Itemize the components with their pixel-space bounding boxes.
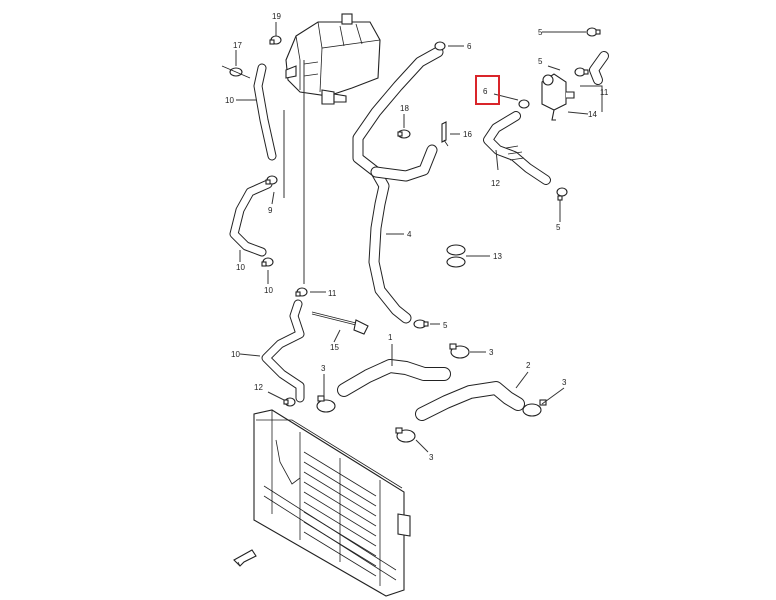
clamp-5b bbox=[574, 67, 589, 77]
reservoir-tank bbox=[285, 13, 381, 105]
callout-9: 10 bbox=[225, 96, 234, 105]
clamp-17 bbox=[221, 65, 251, 79]
hose-4 bbox=[352, 46, 444, 324]
callout-8: 10 bbox=[231, 350, 240, 359]
callout-3-a: 3 bbox=[489, 348, 494, 357]
callout-11: 11 bbox=[600, 88, 609, 97]
callout-14: 14 bbox=[588, 110, 597, 119]
callout-12: 12 bbox=[491, 179, 500, 188]
callout-5-d: 5 bbox=[443, 321, 448, 330]
clamp-6b bbox=[518, 99, 530, 109]
callout-10-b: 10 bbox=[264, 286, 273, 295]
clamp-3a bbox=[449, 343, 470, 359]
callout-2: 2 bbox=[526, 361, 531, 370]
callout-5-a: 5 bbox=[538, 28, 543, 37]
clamp-5c bbox=[556, 187, 568, 201]
callout-17: 17 bbox=[233, 41, 242, 50]
clamp-3b bbox=[316, 395, 336, 413]
callout-13: 13 bbox=[493, 252, 502, 261]
clamp-5d bbox=[413, 319, 429, 329]
clamp-18 bbox=[397, 129, 411, 139]
callout-5-b: 5 bbox=[538, 57, 543, 66]
callout-10-a: 9 bbox=[268, 206, 273, 215]
callout-18: 18 bbox=[400, 104, 409, 113]
callout-6-b: 6 bbox=[483, 87, 488, 96]
ring-13 bbox=[446, 244, 466, 268]
hose-1 bbox=[337, 359, 451, 397]
hose-7 bbox=[229, 179, 273, 257]
callout-5-c: 5 bbox=[556, 223, 561, 232]
callout-labels: 19 17 10 9 10 10 11 10 12 3 15 6 5 5 11 … bbox=[225, 12, 609, 462]
radiator-fins bbox=[303, 451, 377, 577]
callout-19: 19 bbox=[272, 12, 281, 21]
hose-8 bbox=[261, 299, 305, 403]
fitting-14 bbox=[541, 73, 575, 121]
callout-4: 4 bbox=[407, 230, 412, 239]
radiator bbox=[253, 409, 411, 597]
clamp-10b bbox=[261, 257, 274, 267]
leader-lines bbox=[235, 22, 603, 453]
highlight-box bbox=[475, 75, 500, 105]
cable-tie-15 bbox=[311, 311, 369, 335]
callout-10-d: 12 bbox=[254, 383, 263, 392]
callout-6-a: 6 bbox=[467, 42, 472, 51]
callout-15: 15 bbox=[330, 343, 339, 352]
clamp-5a bbox=[586, 27, 601, 37]
callout-1: 1 bbox=[388, 333, 393, 342]
hose-9 bbox=[253, 63, 277, 161]
hose-2 bbox=[415, 381, 525, 421]
callout-7: 10 bbox=[236, 263, 245, 272]
clamp-3d bbox=[522, 399, 547, 417]
callout-3-c: 3 bbox=[429, 453, 434, 462]
clamp-6a bbox=[434, 41, 446, 51]
clamp-10d bbox=[283, 397, 296, 407]
callout-16: 16 bbox=[463, 130, 472, 139]
sensor-16 bbox=[441, 121, 449, 147]
clamp-3c bbox=[395, 427, 416, 443]
clamp-10c bbox=[295, 287, 308, 297]
clamp-19 bbox=[269, 35, 282, 45]
callout-10-c: 11 bbox=[328, 289, 337, 298]
clamp-10a bbox=[265, 175, 278, 185]
callout-3-b: 3 bbox=[321, 364, 326, 373]
hose-12 bbox=[483, 111, 551, 185]
hose-11 bbox=[589, 51, 609, 85]
front-arrow-icon bbox=[233, 549, 257, 567]
callout-3-d: 3 bbox=[562, 378, 567, 387]
